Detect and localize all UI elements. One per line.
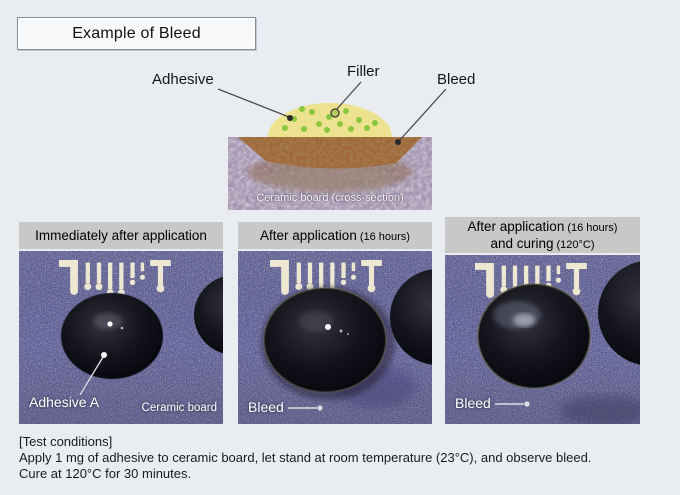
filler-pointer-dot bbox=[330, 108, 340, 118]
bleed-region bbox=[238, 137, 422, 195]
micrograph-photo bbox=[238, 251, 432, 424]
panel-after-curing: After application(16 hours) and curing(1… bbox=[445, 217, 640, 424]
test-conditions-line1: Apply 1 mg of adhesive to ceramic board,… bbox=[19, 449, 592, 465]
panel-immediately-after: Immediately after application Adhesive A… bbox=[19, 222, 223, 424]
panel-header-line1: After application(16 hours) bbox=[467, 219, 618, 234]
photo-label-bleed: Bleed bbox=[248, 399, 284, 415]
test-conditions: [Test conditions] Apply 1 mg of adhesive… bbox=[19, 434, 639, 481]
filler-dots bbox=[282, 106, 378, 133]
board-caption: Ceramic board (cross-section) bbox=[256, 192, 404, 204]
adhesive-dome bbox=[268, 103, 392, 137]
micrograph-photo bbox=[19, 251, 223, 424]
panel-header-note: (16 hours) bbox=[359, 231, 410, 243]
panel-after-application: After application(16 hours) bbox=[238, 222, 432, 424]
panel-header: After application(16 hours) and curing(1… bbox=[445, 217, 640, 253]
panel-header: After application(16 hours) bbox=[238, 222, 432, 249]
title-box: Example of Bleed bbox=[17, 17, 256, 50]
diagram-label-adhesive: Adhesive bbox=[152, 71, 214, 88]
diagram-label-bleed: Bleed bbox=[437, 71, 476, 88]
bleed-pointer-dot bbox=[395, 139, 401, 145]
photo-label-adhesive-a: Adhesive A bbox=[29, 394, 100, 410]
panel-header: Immediately after application bbox=[19, 222, 223, 249]
photo-wrap: Bleed bbox=[445, 255, 640, 424]
adhesive-pointer-dot bbox=[287, 115, 293, 121]
photo-wrap: Adhesive A Ceramic board bbox=[19, 251, 223, 424]
panel-header-line2: and curing(120°C) bbox=[490, 236, 595, 251]
test-conditions-heading: [Test conditions] bbox=[19, 434, 113, 449]
diagram-label-filler: Filler bbox=[347, 63, 380, 80]
leader-lines bbox=[217, 81, 447, 142]
panel-header-label: Immediately after application bbox=[35, 228, 207, 243]
photo-label-ceramic-board: Ceramic board bbox=[141, 402, 217, 414]
photo-wrap: Bleed bbox=[238, 251, 432, 424]
test-conditions-line2: Cure at 120°C for 30 minutes. bbox=[19, 465, 192, 481]
panel-header-label: After application bbox=[260, 228, 357, 243]
page-title: Example of Bleed bbox=[72, 24, 201, 42]
micrograph-photo bbox=[445, 255, 640, 424]
bleed-cross-section-diagram bbox=[217, 81, 447, 210]
photo-label-bleed: Bleed bbox=[455, 395, 491, 411]
